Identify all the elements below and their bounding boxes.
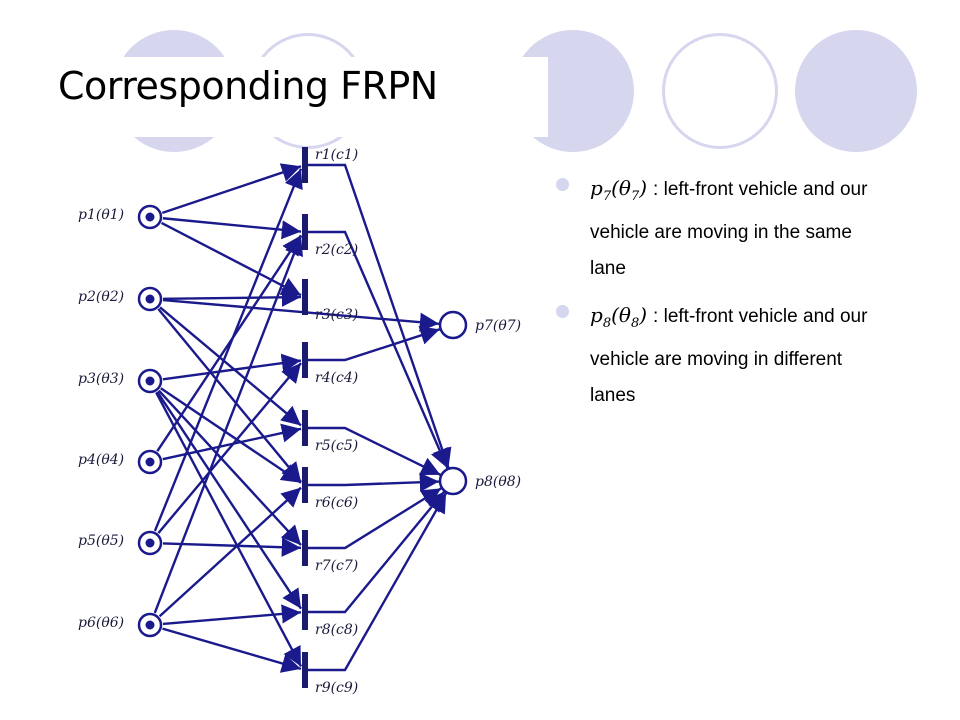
bullet-item-2: p8(θ8): left-front vehicle and our vehic… xyxy=(556,297,886,414)
place-label: p7(θ7) xyxy=(475,318,521,334)
arc-p5-r1 xyxy=(153,168,303,532)
transition-r5: r5(c5) xyxy=(302,410,358,454)
transition-r6: r6(c6) xyxy=(302,467,358,511)
arc-r9-p8 xyxy=(307,492,448,672)
transition-r1: r1(c1) xyxy=(302,147,358,183)
arc-p6-r2 xyxy=(153,235,304,614)
transition-r3: r3(c3) xyxy=(302,279,358,323)
arc-p2-r5 xyxy=(159,306,302,427)
arc-p2-r3 xyxy=(162,287,302,307)
place-p3: p3(θ3) xyxy=(78,368,163,394)
token-dot xyxy=(145,457,155,467)
token-dot xyxy=(145,620,155,630)
token-dot xyxy=(145,294,155,304)
arc-r1-p8 xyxy=(307,163,452,469)
transition-label: r1(c1) xyxy=(315,147,358,163)
transition-label: r8(c8) xyxy=(315,622,358,638)
arc-p5-r4 xyxy=(157,362,302,534)
arc-p6-r8 xyxy=(162,604,302,626)
transition-r7: r7(c7) xyxy=(302,530,358,574)
transition-r9: r9(c9) xyxy=(302,652,358,696)
arc-p3-r7 xyxy=(157,389,302,546)
place-label: p2(θ2) xyxy=(78,289,124,305)
transition-label: r9(c9) xyxy=(315,680,358,696)
place-p7: p7(θ7) xyxy=(438,310,521,340)
arc-r7-p8 xyxy=(307,487,442,550)
arc-r5-p8 xyxy=(307,426,441,476)
place-circle xyxy=(438,310,468,340)
transition-r4: r4(c4) xyxy=(302,342,358,386)
arc-layer xyxy=(153,163,452,673)
place-circle xyxy=(438,466,468,496)
transition-label: r2(c2) xyxy=(315,242,358,258)
place-label: p4(θ4) xyxy=(78,452,124,468)
bullet-list: p7(θ7): left-front vehicle and our vehic… xyxy=(556,170,886,424)
arc-r8-p8 xyxy=(307,491,446,614)
arc-p2-r6 xyxy=(157,308,302,483)
bullet-item-1: p7(θ7): left-front vehicle and our vehic… xyxy=(556,170,886,287)
place-p2: p2(θ2) xyxy=(78,286,163,312)
transition-label: r6(c6) xyxy=(315,495,358,511)
bullet-text-1: p7(θ7): left-front vehicle and our vehic… xyxy=(590,176,868,279)
bullet-dot-icon xyxy=(556,178,569,191)
arc-r6-p8 xyxy=(307,472,440,492)
place-label: p8(θ8) xyxy=(475,474,521,490)
arc-p1-r3 xyxy=(161,221,302,297)
title-band xyxy=(0,57,548,137)
token-dot xyxy=(145,538,155,548)
transition-label: r4(c4) xyxy=(315,370,358,386)
arc-p2-p7 xyxy=(162,298,440,332)
place-p6: p6(θ6) xyxy=(78,612,163,638)
arc-p3-r9 xyxy=(155,391,303,668)
token-dot xyxy=(145,212,155,222)
place-p8: p8(θ8) xyxy=(438,466,521,496)
transition-label: r7(c7) xyxy=(315,558,358,574)
place-label: p6(θ6) xyxy=(78,615,124,631)
arc-p5-r7 xyxy=(162,537,302,557)
arc-p3-r8 xyxy=(156,391,303,610)
arc-p1-r2 xyxy=(162,217,302,240)
transition-r8: r8(c8) xyxy=(302,594,358,638)
arc-p6-r6 xyxy=(158,486,302,618)
place-symbol: p8(θ8) xyxy=(590,303,648,331)
bullet-text-2: p8(θ8): left-front vehicle and our vehic… xyxy=(590,303,868,406)
place-label: p3(θ3) xyxy=(78,371,124,387)
place-p1: p1(θ1) xyxy=(78,204,163,230)
arc-p6-r9 xyxy=(162,627,302,673)
arc-r2-p8 xyxy=(307,230,449,469)
token-dot xyxy=(145,376,155,386)
place-label: p5(θ5) xyxy=(78,533,124,549)
arc-p3-r6 xyxy=(160,387,302,484)
arc-p4-r2 xyxy=(156,234,302,452)
decorative-circle-5 xyxy=(795,30,917,152)
place-p4: p4(θ4) xyxy=(78,449,163,475)
slide-title: Corresponding FRPN xyxy=(58,64,438,108)
transition-r2: r2(c2) xyxy=(302,214,358,258)
arc-p3-r4 xyxy=(162,353,302,381)
place-symbol: p7(θ7) xyxy=(590,176,648,204)
transition-label: r3(c3) xyxy=(315,307,358,323)
arc-p1-r1 xyxy=(161,163,302,215)
decorative-circle-4 xyxy=(662,33,778,149)
transition-label: r5(c5) xyxy=(315,438,358,454)
place-p5: p5(θ5) xyxy=(78,530,163,556)
arc-r4-p7 xyxy=(307,326,441,362)
bullet-dot-icon xyxy=(556,305,569,318)
place-label: p1(θ1) xyxy=(78,207,124,223)
